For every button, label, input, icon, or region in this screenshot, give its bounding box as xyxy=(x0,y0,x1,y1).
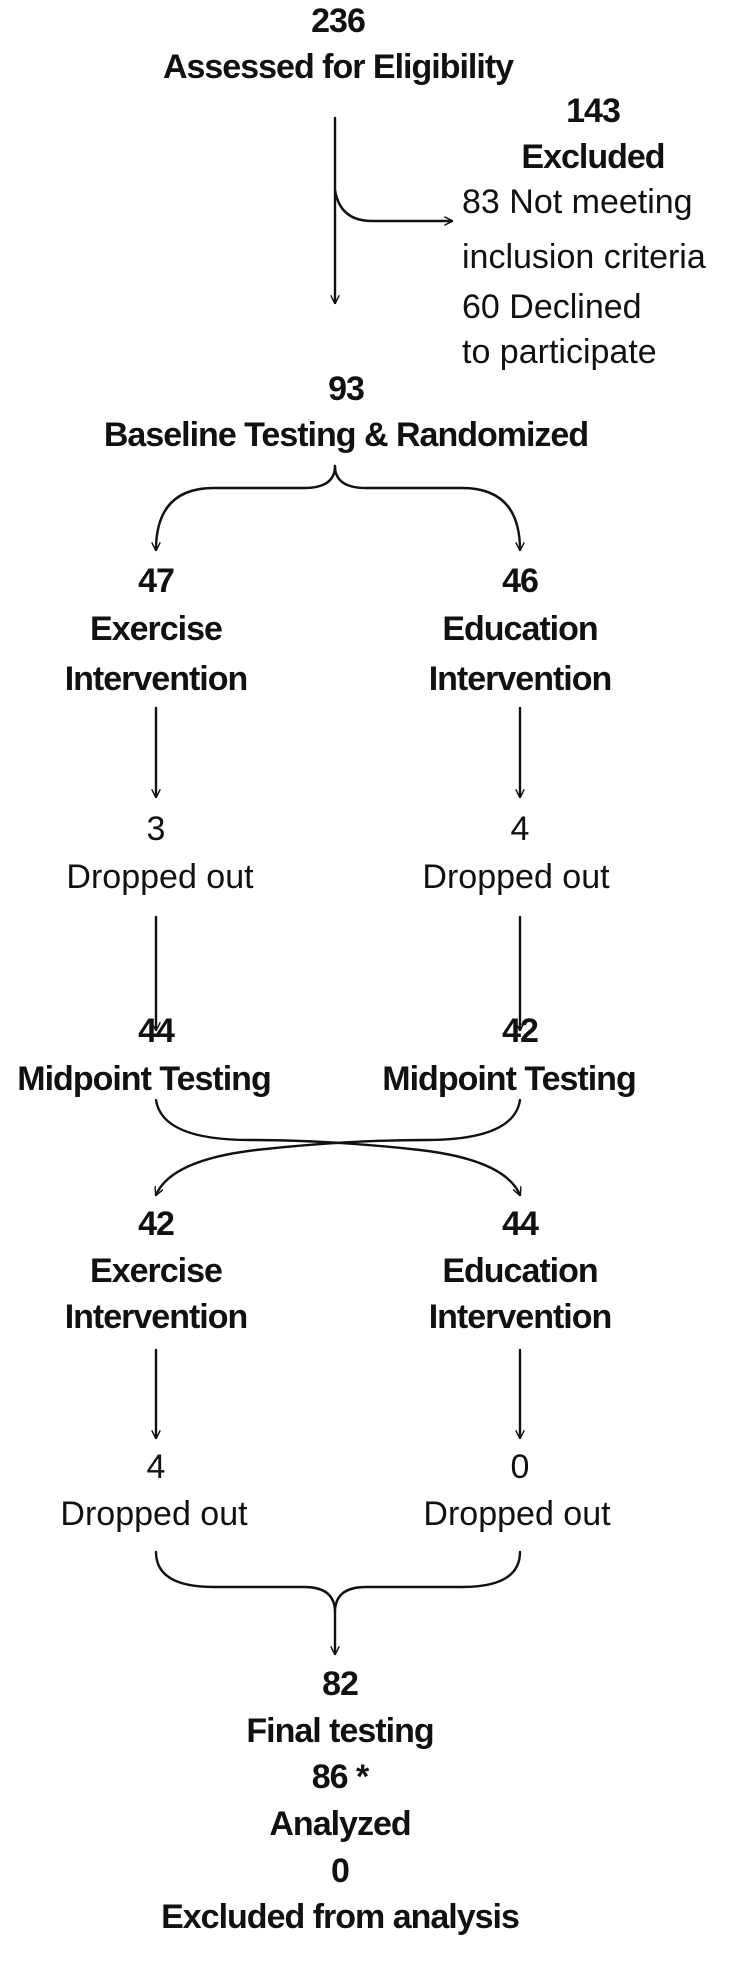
analyzed-label: Analyzed xyxy=(269,1805,411,1843)
analyzed-count: 86 * xyxy=(311,1758,369,1796)
dropout-exercise2-count: 4 xyxy=(146,1448,166,1486)
education1-count: 46 xyxy=(502,562,539,600)
excluded-from-analysis-label: Excluded from analysis xyxy=(161,1898,520,1936)
exercise2-label-line-2: Intervention xyxy=(64,1298,249,1336)
dropout-education2-label: Dropped out xyxy=(423,1495,611,1533)
dropout-exercise1-count: 3 xyxy=(146,810,166,848)
baseline-label: Baseline Testing & Randomized xyxy=(103,416,589,454)
education1-label-line-2: Intervention xyxy=(428,660,613,698)
assessed-label: Assessed for Eligibility xyxy=(162,48,514,86)
final-label: Final testing xyxy=(246,1712,434,1750)
excluded-label: Excluded xyxy=(521,138,665,176)
exercise2-count: 42 xyxy=(138,1205,175,1243)
exercise1-count: 47 xyxy=(138,562,175,600)
dropout-education1-count: 4 xyxy=(510,810,530,848)
randomization-split-brace xyxy=(156,464,337,552)
midpoint-right-count: 42 xyxy=(502,1012,539,1050)
midpoint-left-label: Midpoint Testing xyxy=(17,1060,271,1098)
excluded-reason-line-3: 60 Declined xyxy=(462,288,642,326)
dropout-education2-count: 0 xyxy=(510,1448,530,1486)
exercise1-label-line-2: Intervention xyxy=(64,660,249,698)
assessed-count: 236 xyxy=(311,2,366,40)
excluded-from-analysis-count: 0 xyxy=(331,1852,350,1890)
dropout-exercise2-label: Dropped out xyxy=(60,1495,248,1533)
exercise1-label-line-1: Exercise xyxy=(90,610,223,648)
education1-label-line-1: Education xyxy=(442,610,598,648)
crossover-left-to-right xyxy=(154,1098,520,1195)
exercise2-label-line-1: Exercise xyxy=(90,1252,223,1290)
excluded-reason-line-4: to participate xyxy=(462,333,657,371)
final-count: 82 xyxy=(322,1665,359,1703)
dropout-education1-label: Dropped out xyxy=(422,858,610,896)
merge-brace xyxy=(154,1550,522,1614)
education2-label-line-2: Intervention xyxy=(428,1298,613,1336)
education2-count: 44 xyxy=(502,1205,539,1243)
excluded-reason-line-1: 83 Not meeting xyxy=(462,183,693,221)
midpoint-left-count: 44 xyxy=(138,1012,175,1050)
dropout-exercise1-label: Dropped out xyxy=(66,858,254,896)
excluded-count: 143 xyxy=(566,92,621,130)
baseline-count: 93 xyxy=(328,370,365,408)
midpoint-right-label: Midpoint Testing xyxy=(382,1060,636,1098)
arrow-to-excluded xyxy=(333,188,454,221)
excluded-reason-line-2: inclusion criteria xyxy=(462,238,706,276)
education2-label-line-1: Education xyxy=(442,1252,598,1290)
crossover-right-to-left xyxy=(156,1098,522,1195)
